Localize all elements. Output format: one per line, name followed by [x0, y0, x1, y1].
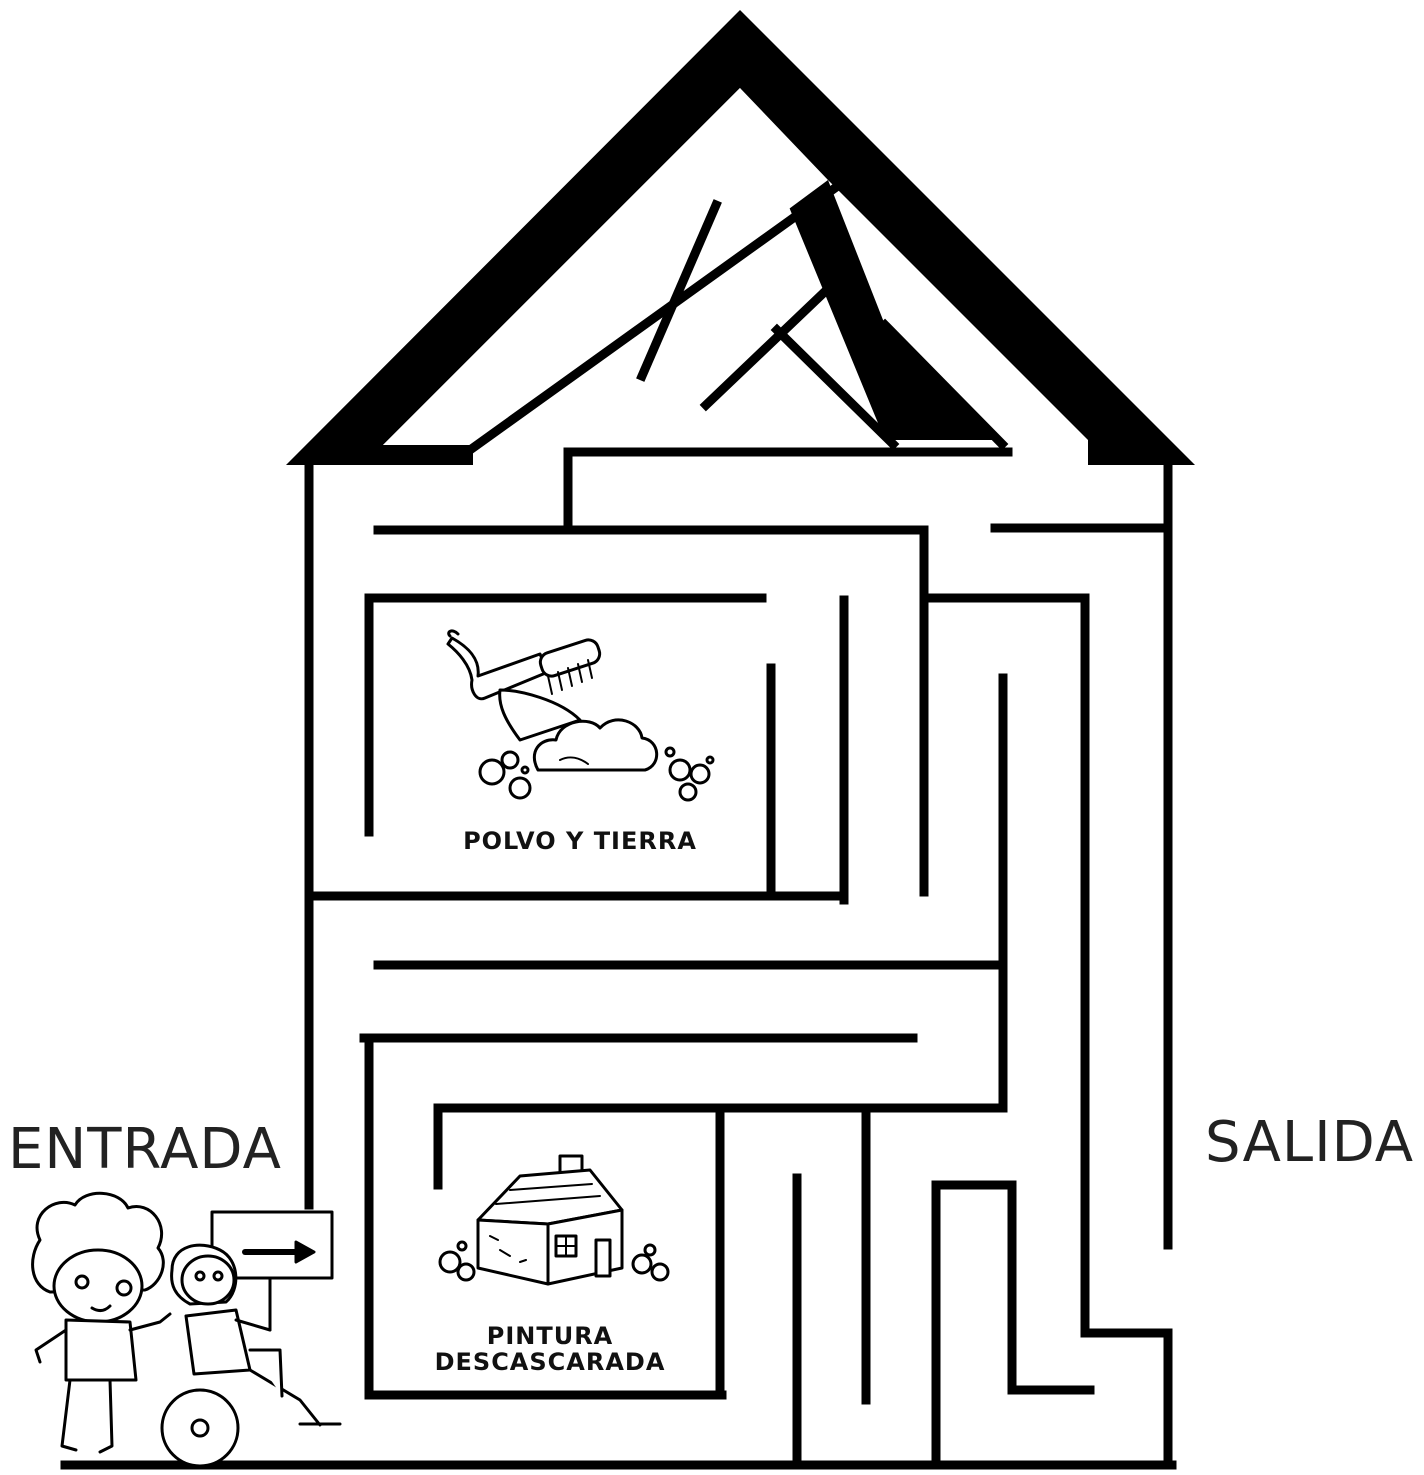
maze-wall	[699, 275, 842, 412]
maze-wall	[636, 199, 722, 382]
room-dust-label: POLVO Y TIERRA	[463, 827, 697, 855]
room-paint-label-line1: PINTURA	[486, 1322, 614, 1350]
roof-inner-fill	[383, 88, 828, 445]
peeling-house-icon	[438, 1154, 670, 1286]
dustpan-brush-dirt-icon	[446, 629, 715, 802]
roof-inner-fill-right	[828, 180, 1088, 440]
maze-wall	[463, 181, 842, 457]
exit-label: SALIDA	[1205, 1110, 1415, 1175]
room-paint-label-line2: DESCASCARADA	[434, 1348, 666, 1377]
maze-wall	[878, 318, 1009, 451]
room-paint-label: PINTURA DESCASCARADA	[390, 1323, 710, 1376]
arrow-right-icon	[242, 1240, 316, 1264]
entrance-label: ENTRADA	[8, 1117, 282, 1182]
maze-walls	[60, 181, 1177, 1470]
maze-wall	[770, 323, 900, 451]
children-wheelchair-sign-icon	[31, 1191, 342, 1468]
